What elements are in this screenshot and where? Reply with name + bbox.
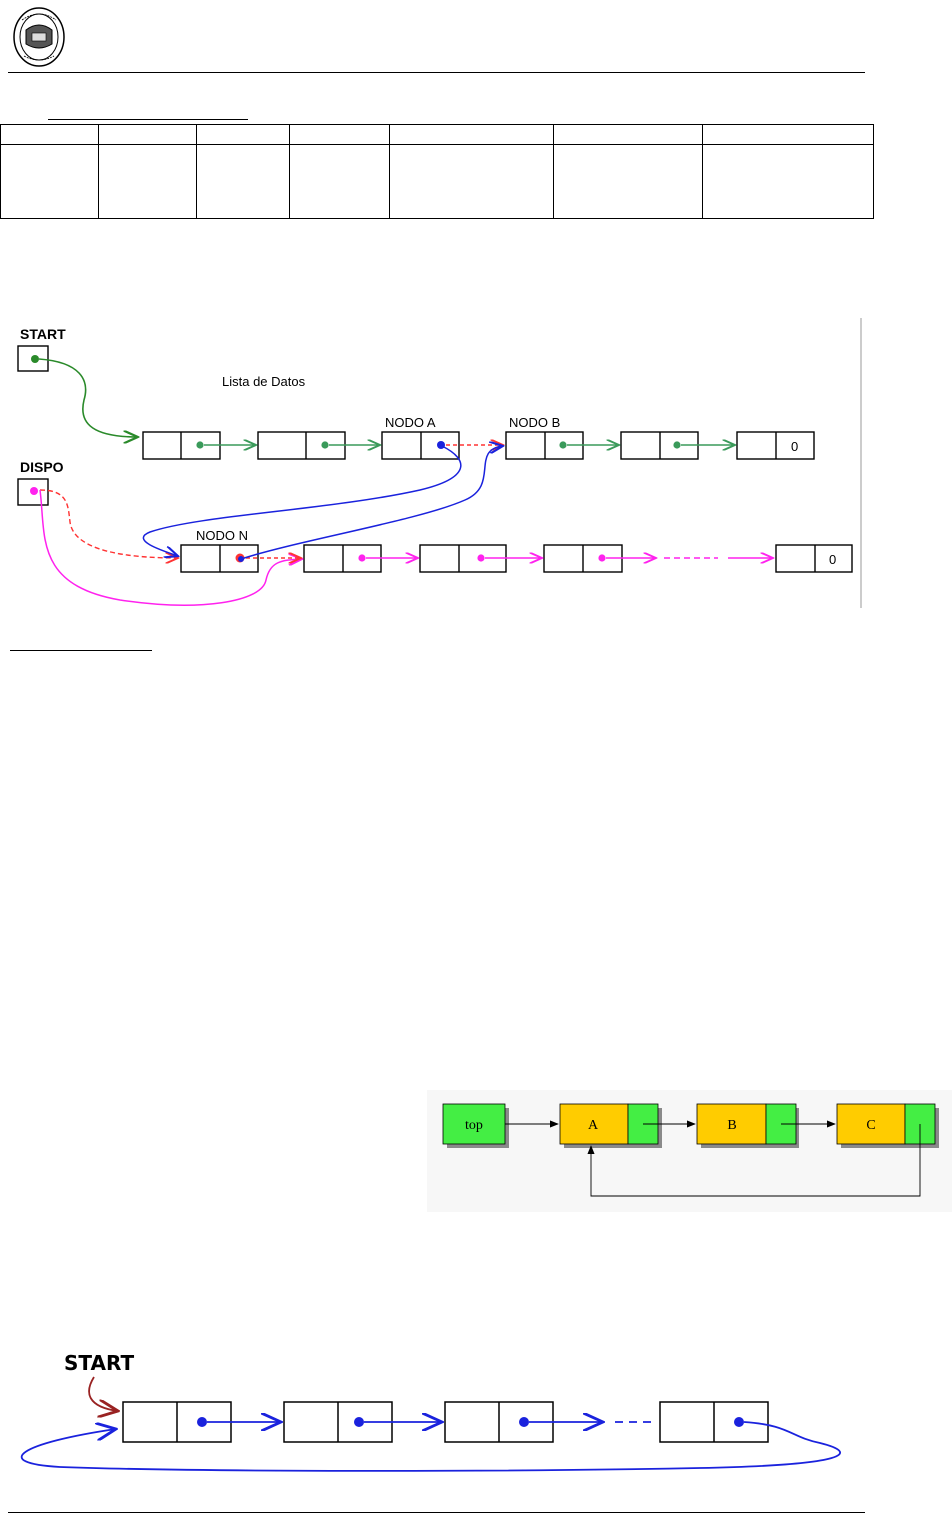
pointer-dot xyxy=(477,554,485,562)
pointer-dot xyxy=(358,554,366,562)
heading-underline xyxy=(48,119,248,120)
dispo-removed-link xyxy=(39,489,178,558)
nodo-a-label: NODO A xyxy=(385,415,436,430)
list-label: Lista de Datos xyxy=(222,374,306,389)
start-label: START xyxy=(64,1351,134,1375)
pointer-dot xyxy=(559,441,567,449)
node-a-data xyxy=(559,1103,629,1145)
table-header-row xyxy=(0,124,874,145)
pointer-dot xyxy=(354,1417,364,1427)
circular-link-arrow xyxy=(587,1124,921,1197)
start-link-arrow xyxy=(38,358,138,437)
nodo-n-label: NODO N xyxy=(196,528,248,543)
header-rule xyxy=(8,72,865,73)
start-label: START xyxy=(20,326,66,342)
pointer-dot xyxy=(673,441,681,449)
linked-list-free-list-diagram: START Lista de Datos NODO A NODO B 0 DIS… xyxy=(17,318,862,608)
top-box xyxy=(442,1103,506,1145)
node-c-label: C xyxy=(866,1118,875,1133)
top-label: top xyxy=(465,1118,483,1133)
dispo-new-link xyxy=(39,489,302,606)
free-node-last xyxy=(775,544,853,573)
null-marker-top: 0 xyxy=(791,439,798,454)
table-row xyxy=(0,144,874,219)
node-b-label: B xyxy=(727,1118,736,1133)
pointer-dot xyxy=(598,554,606,562)
pointer-dot xyxy=(321,441,329,449)
node-c-data xyxy=(836,1103,906,1145)
pointer-dot xyxy=(197,1417,207,1427)
start-pointer-dot xyxy=(31,355,39,363)
footer-rule xyxy=(8,1512,865,1513)
nodo-b-label: NODO B xyxy=(509,415,560,430)
pointer-dot xyxy=(196,441,204,449)
node-a-label: A xyxy=(588,1118,599,1133)
dispo-pointer-dot xyxy=(30,487,38,495)
empty-table xyxy=(0,124,874,219)
data-list xyxy=(142,431,815,460)
circular-list xyxy=(122,1401,769,1443)
node-b-data xyxy=(696,1103,767,1145)
circular-return-arrow xyxy=(20,1421,841,1472)
university-seal-icon xyxy=(13,7,65,67)
free-list xyxy=(180,544,853,573)
last-pointer-dot xyxy=(734,1417,744,1427)
insert-link-a-to-n xyxy=(142,445,462,556)
insert-link-n-to-b xyxy=(240,446,503,560)
circular-list-top-diagram: top A B C xyxy=(427,1090,952,1212)
null-marker-bottom: 0 xyxy=(829,552,836,567)
start-arrow xyxy=(88,1376,118,1411)
node-a-pointer-dot xyxy=(437,441,445,449)
pointer-dot xyxy=(519,1417,529,1427)
circular-list-start-diagram: START xyxy=(20,1351,841,1472)
section-underline xyxy=(10,650,152,651)
dispo-label: DISPO xyxy=(20,459,64,475)
